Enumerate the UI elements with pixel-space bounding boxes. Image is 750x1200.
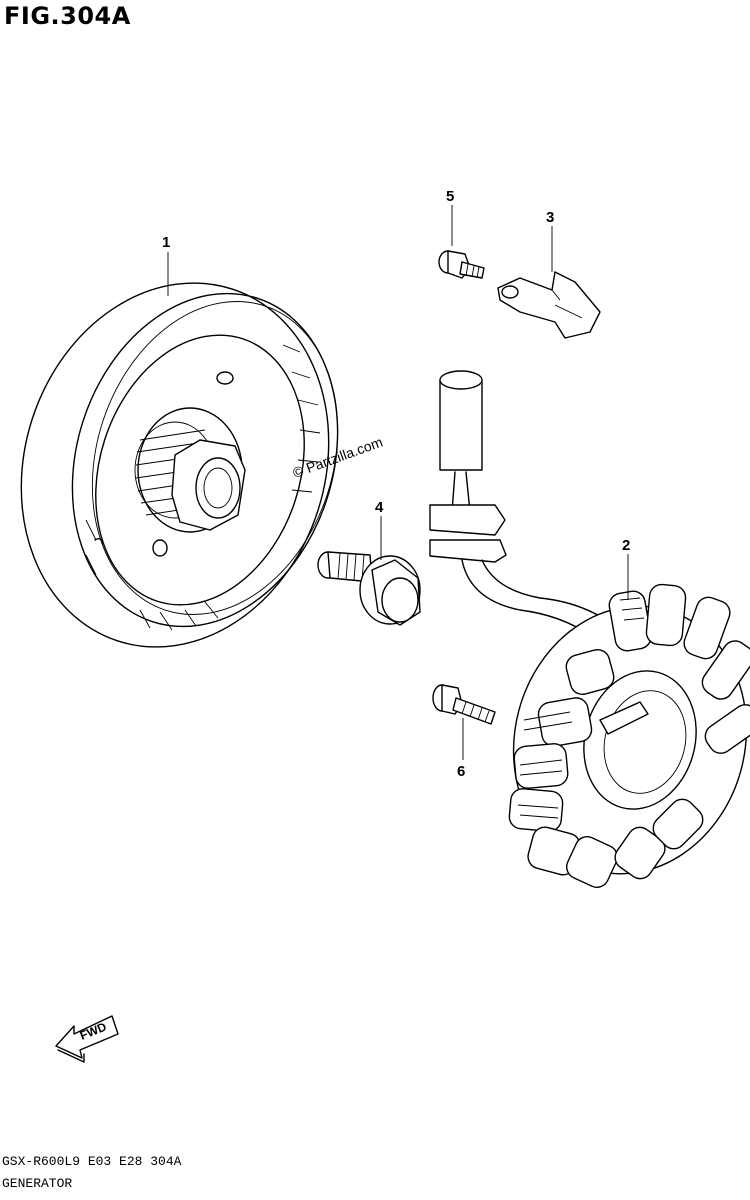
- callout-6[interactable]: 6: [457, 763, 465, 780]
- figure-title: FIG.304A: [4, 2, 131, 30]
- callout-2[interactable]: 2: [622, 537, 630, 554]
- section-name: GENERATOR: [2, 1176, 73, 1191]
- callout-4[interactable]: 4: [375, 499, 384, 516]
- bolt-part-4[interactable]: [317, 551, 421, 626]
- callout-1[interactable]: 1: [162, 234, 170, 251]
- bolt-part-6[interactable]: [432, 684, 496, 725]
- clamp-part-3[interactable]: [497, 271, 601, 339]
- rotor-part[interactable]: [0, 243, 379, 688]
- bolt-part-5[interactable]: [438, 250, 485, 279]
- callout-5[interactable]: 5: [446, 188, 454, 205]
- callout-3[interactable]: 3: [546, 209, 554, 226]
- stator-part-2[interactable]: [429, 370, 750, 900]
- fwd-arrow-icon: FWD: [55, 1015, 119, 1063]
- model-code: GSX-R600L9 E03 E28 304A: [2, 1154, 182, 1169]
